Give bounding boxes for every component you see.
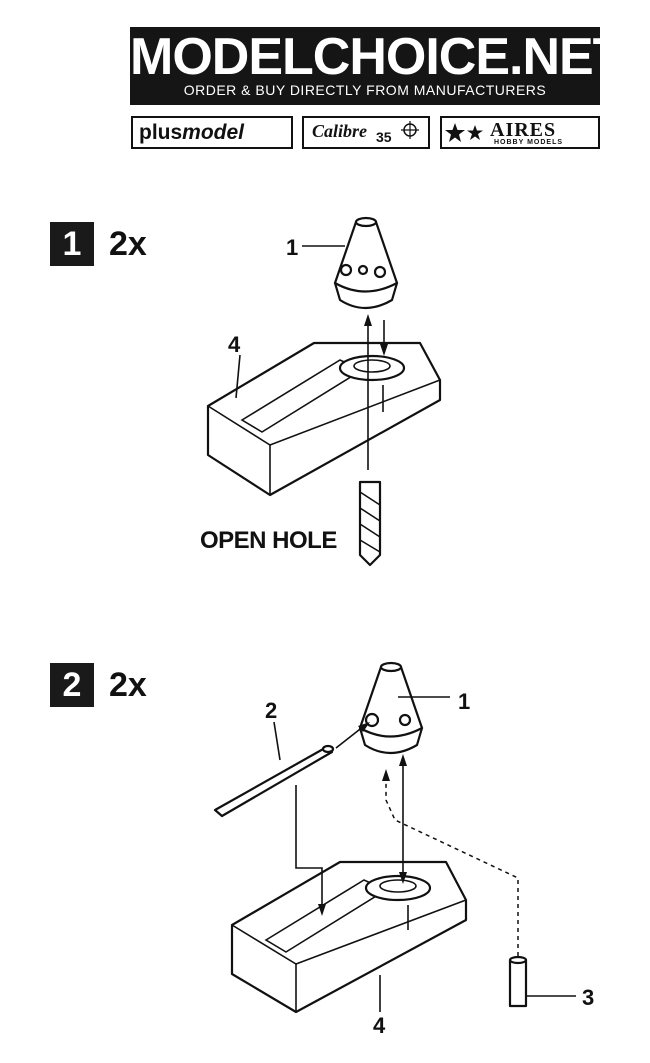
calibre35-logo: Calibre 35	[302, 116, 430, 149]
aires-logo: AIRES HOBBY MODELS	[440, 116, 600, 149]
step-2-number-badge: 2	[50, 663, 94, 707]
step-2-count: 2x	[109, 666, 147, 704]
step-1-nose-cone-part	[333, 216, 399, 310]
step-1-number-badge: 1	[50, 222, 94, 266]
step-2-callout-part-3: 3	[582, 985, 595, 1010]
drill-bit-icon	[358, 480, 382, 567]
crosshair-icon	[401, 121, 419, 139]
step-2-base-part	[230, 860, 468, 1014]
step-2-callout-part-4: 4	[373, 1013, 386, 1038]
aires-star-emblem-icon	[445, 123, 483, 142]
step-2-nose-cone-part	[358, 661, 424, 755]
plusmodel-logo-text-a: plus	[139, 121, 183, 144]
banner-title: MODELCHOICE.NET	[130, 28, 624, 86]
step-2-probe-part	[213, 744, 335, 818]
plusmodel-logo: plusmodel	[131, 116, 293, 149]
site-banner: MODELCHOICE.NET ORDER & BUY DIRECTLY FRO…	[130, 27, 624, 105]
step-2-callout-part-1: 1	[458, 689, 471, 714]
aires-logo-subtitle: HOBBY MODELS	[494, 139, 564, 146]
plusmodel-logo-text-b: model	[182, 121, 245, 144]
step-1-callout-part-1: 1	[286, 235, 299, 260]
step-1-base-part	[206, 341, 442, 497]
step-2-pin-part	[508, 955, 528, 1008]
step-2-callout-part-2: 2	[265, 698, 278, 723]
calibre-logo-text: Calibre	[312, 121, 368, 141]
step-1-count: 2x	[109, 225, 147, 263]
open-hole-note: OPEN HOLE	[200, 527, 337, 554]
banner-subtitle: ORDER & BUY DIRECTLY FROM MANUFACTURERS	[183, 82, 547, 98]
calibre-logo-number: 35	[376, 129, 392, 145]
step-1-callout-part-4: 4	[228, 332, 241, 357]
aires-logo-text: AIRES	[490, 119, 557, 141]
